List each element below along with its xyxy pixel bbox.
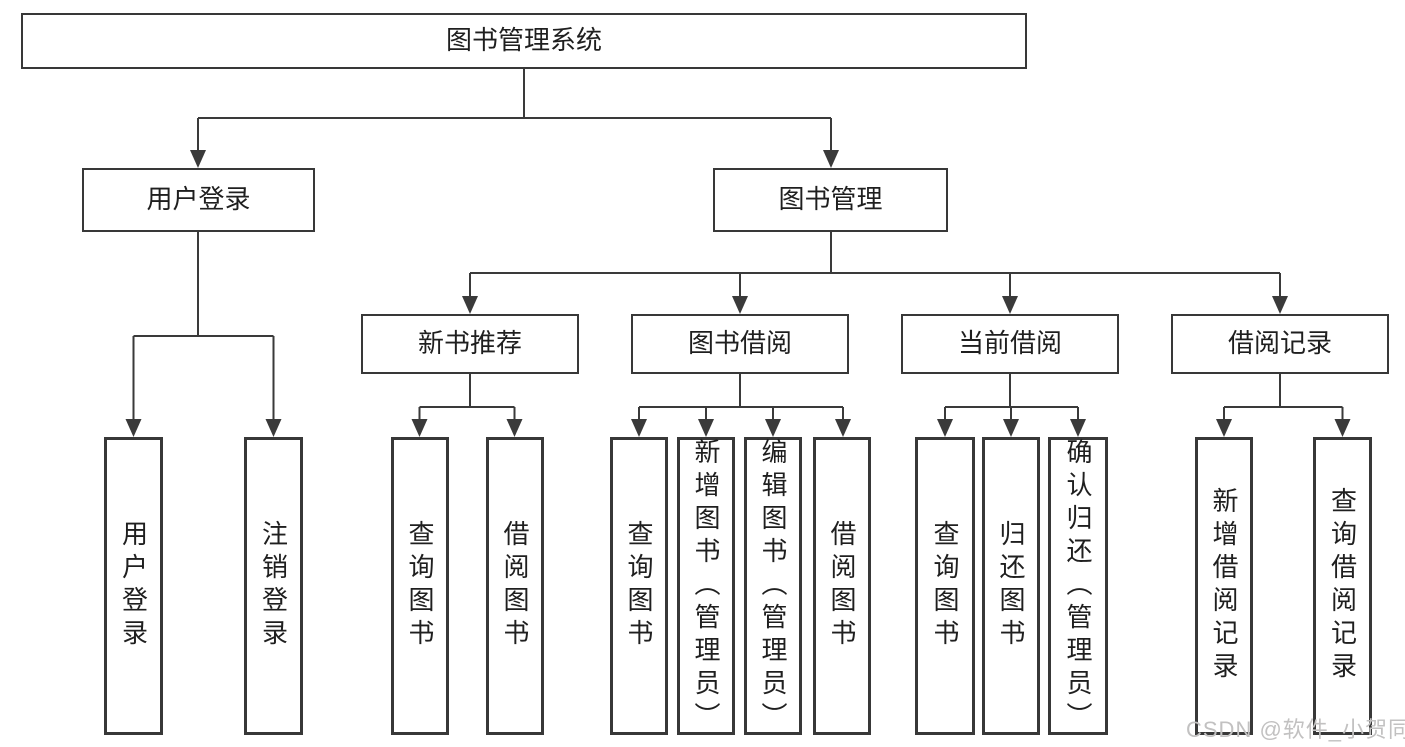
node-book-borrowing: 图书借阅 (631, 314, 849, 374)
connector-lines (132, 69, 1344, 423)
node-root: 图书管理系统 (21, 13, 1027, 69)
leaf-query-books-b-label: 查询图书 (624, 520, 654, 652)
leaf-confirm-return-admin: 确认归还（管理员） (1048, 437, 1108, 735)
node-borrowing-records-label: 借阅记录 (1227, 328, 1332, 359)
node-new-book-recommend-label: 新书推荐 (417, 328, 522, 359)
leaf-logout: 注销登录 (244, 437, 303, 735)
leaf-return-books-label: 归还图书 (996, 520, 1026, 652)
node-book-management: 图书管理 (713, 168, 948, 232)
leaf-logout-label: 注销登录 (258, 520, 289, 652)
node-book-borrowing-label: 图书借阅 (687, 328, 792, 359)
leaf-borrow-books-b: 借阅图书 (813, 437, 871, 735)
leaf-query-books-a-label: 查询图书 (405, 520, 435, 652)
node-current-borrowing: 当前借阅 (901, 314, 1119, 374)
leaf-edit-books-admin-label: 编辑图书（管理员） (758, 437, 788, 735)
node-book-management-label: 图书管理 (778, 184, 883, 215)
leaf-borrow-books-a-label: 借阅图书 (500, 520, 530, 652)
node-user-login-label: 用户登录 (146, 184, 251, 215)
leaf-borrow-books-a: 借阅图书 (486, 437, 544, 735)
leaf-confirm-return-admin-label: 确认归还（管理员） (1063, 437, 1093, 735)
leaf-query-books-c: 查询图书 (915, 437, 975, 735)
node-user-login: 用户登录 (82, 168, 315, 232)
leaf-query-borrow-record: 查询借阅记录 (1313, 437, 1372, 735)
arrowheads (125, 150, 1351, 437)
leaf-return-books: 归还图书 (982, 437, 1040, 735)
leaf-add-borrow-record: 新增借阅记录 (1195, 437, 1253, 735)
leaf-borrow-books-b-label: 借阅图书 (827, 520, 857, 652)
leaf-user-login-label: 用户登录 (118, 520, 149, 652)
leaf-query-books-b: 查询图书 (610, 437, 668, 735)
leaf-user-login: 用户登录 (104, 437, 163, 735)
node-borrowing-records: 借阅记录 (1171, 314, 1389, 374)
leaf-add-books-admin-label: 新增图书（管理员） (691, 437, 721, 735)
node-root-label: 图书管理系统 (445, 25, 602, 56)
csdn-watermark: CSDN @软件_小贺同学 (1186, 717, 1405, 742)
leaf-query-borrow-record-label: 查询借阅记录 (1327, 487, 1358, 685)
leaf-query-books-a: 查询图书 (391, 437, 449, 735)
leaf-query-books-c-label: 查询图书 (930, 520, 960, 652)
leaf-add-books-admin: 新增图书（管理员） (677, 437, 735, 735)
leaf-add-borrow-record-label: 新增借阅记录 (1209, 487, 1239, 685)
node-new-book-recommend: 新书推荐 (361, 314, 579, 374)
leaf-edit-books-admin: 编辑图书（管理员） (744, 437, 802, 735)
node-current-borrowing-label: 当前借阅 (957, 328, 1062, 359)
